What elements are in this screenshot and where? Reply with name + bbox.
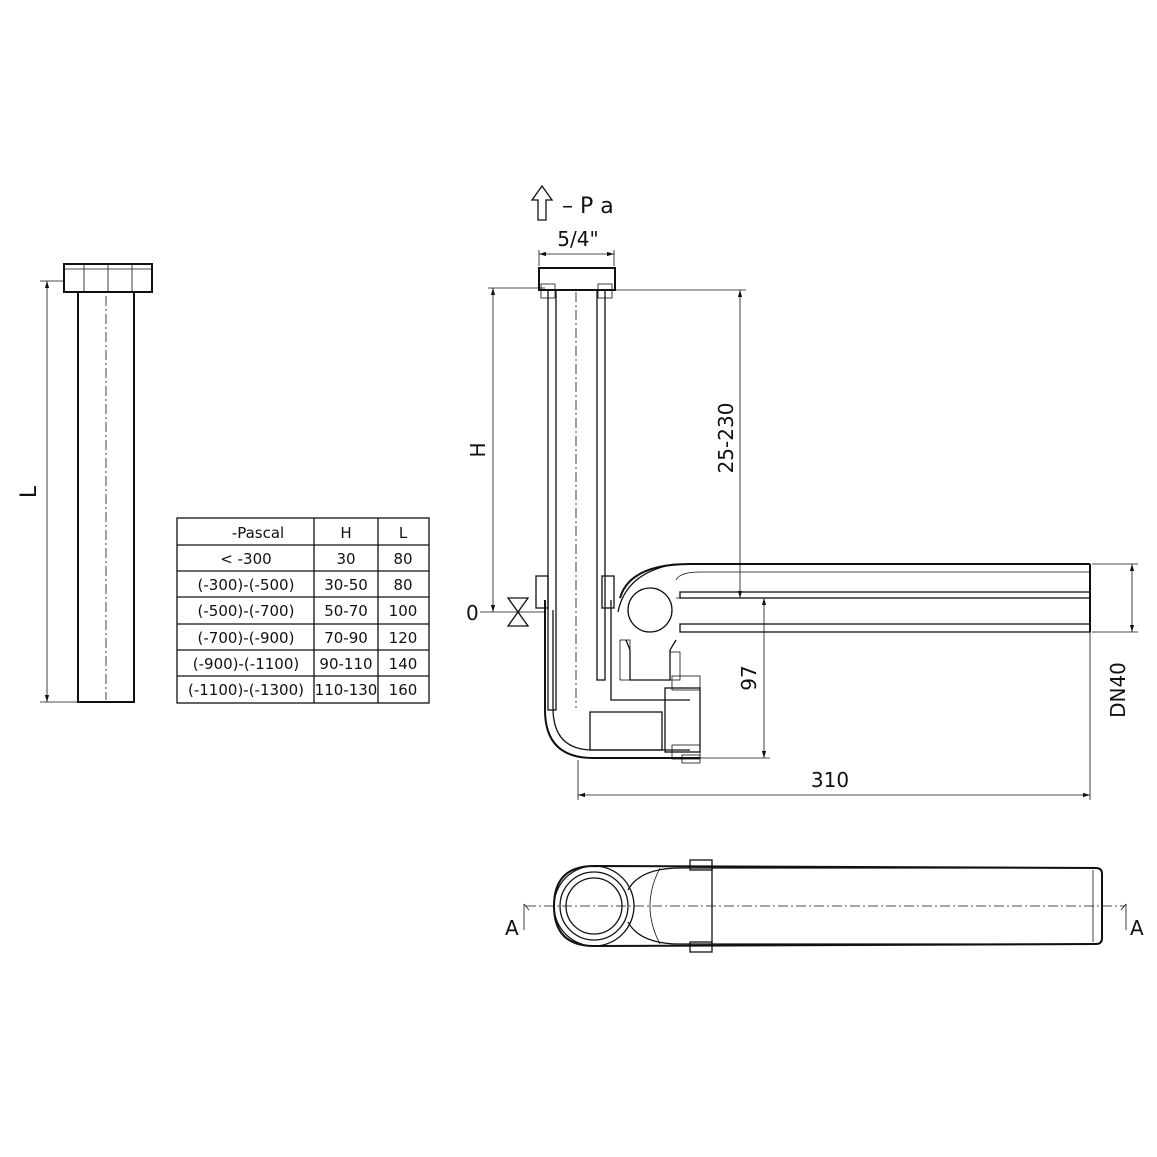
section-marker-right: A bbox=[1130, 916, 1144, 940]
height-97-label: 97 bbox=[737, 665, 761, 690]
arrow-up-icon bbox=[530, 184, 554, 221]
table-header-pascal: -Pascal bbox=[232, 524, 284, 542]
table-cell: (-900)-(-1100) bbox=[193, 655, 299, 673]
table-cell: 80 bbox=[393, 576, 412, 594]
top-nut bbox=[538, 267, 616, 291]
table-cell: < -300 bbox=[220, 550, 271, 568]
thread-label: 5/4" bbox=[557, 227, 598, 251]
siphon-section: – P a 5/4" bbox=[466, 184, 1138, 800]
standpipe-tube bbox=[77, 291, 135, 703]
table-cell: (-1100)-(-1300) bbox=[188, 681, 304, 699]
pressure-label: – P a bbox=[562, 194, 614, 219]
table-cell: 100 bbox=[389, 602, 418, 620]
table-cell: 30-50 bbox=[324, 576, 368, 594]
table-cell: (-300)-(-500) bbox=[198, 576, 295, 594]
table-cell: 80 bbox=[393, 550, 412, 568]
table-cell: 70-90 bbox=[324, 629, 368, 647]
h-dimension-label: H bbox=[466, 442, 490, 457]
table-cell: 90-110 bbox=[319, 655, 372, 673]
table-cell: 110-130 bbox=[315, 681, 378, 699]
section-marker-left: A bbox=[505, 916, 519, 940]
standpipe-drawing: L bbox=[17, 263, 153, 703]
top-view: A A bbox=[505, 859, 1144, 953]
table-cell: (-500)-(-700) bbox=[198, 602, 295, 620]
dn-label: DN40 bbox=[1106, 662, 1130, 718]
table-header-h: H bbox=[340, 524, 351, 542]
valve-ball bbox=[627, 587, 673, 633]
table-cell: 160 bbox=[389, 681, 418, 699]
pressure-table: -Pascal H L < -300 30 80 (-300)-(-500) 3… bbox=[176, 517, 430, 704]
table-cell: 140 bbox=[389, 655, 418, 673]
range-dimension-label: 25-230 bbox=[714, 403, 738, 474]
length-310-label: 310 bbox=[811, 768, 849, 792]
table-cell: 120 bbox=[389, 629, 418, 647]
table-header-l: L bbox=[399, 524, 408, 542]
l-dimension-label: L bbox=[17, 485, 42, 498]
table-cell: (-700)-(-900) bbox=[198, 629, 295, 647]
table-cell: 30 bbox=[336, 550, 355, 568]
zero-label: 0 bbox=[466, 601, 479, 625]
valve-symbol-icon bbox=[506, 597, 530, 627]
table-cell: 50-70 bbox=[324, 602, 368, 620]
